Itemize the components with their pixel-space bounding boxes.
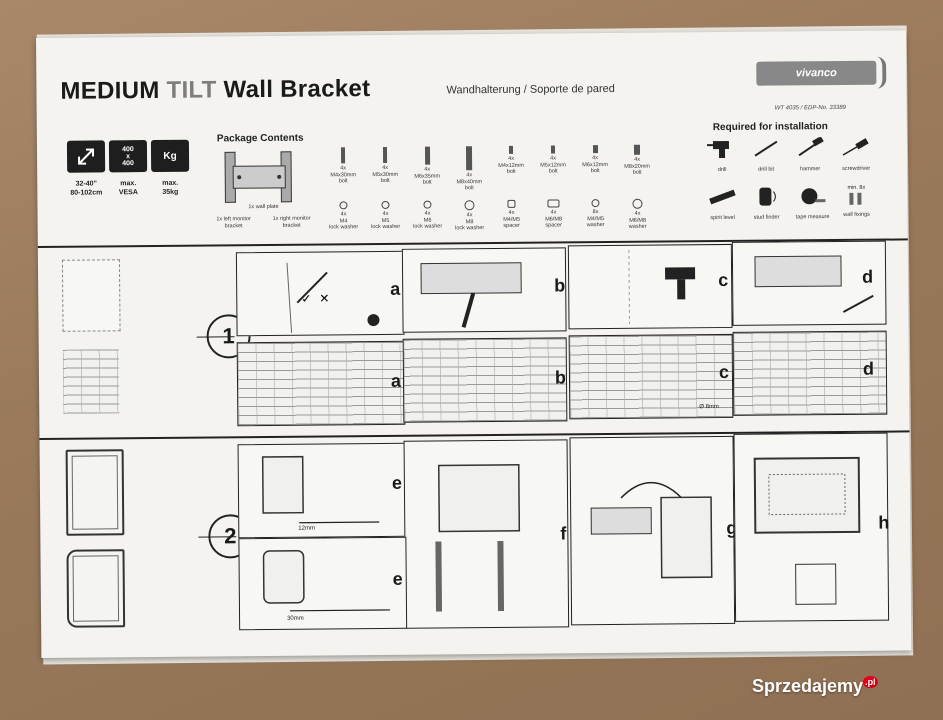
spacer-m4-m5: 4x M4/M5 spacer [491,199,531,230]
screwdriver-icon: screwdriver [831,137,881,172]
step-letter-2c: c [718,361,730,383]
step-2h-panel [733,432,890,622]
step-1a-drywall-panel: ✓✕ [235,250,405,337]
bracket-set-illustration [224,151,292,203]
step-letter-3e: e [391,472,402,493]
bolt-m5x30: 4x M5x30mm bolt [365,146,405,185]
step-2f-panel [403,439,570,629]
spec-weight-label: max. 35kg [162,179,179,196]
tape-measure-icon: tape measure [787,185,837,220]
washer-m5-lock: 4x M5 lock washer [365,200,405,231]
wall-fixings-icon: min. 8x wall fixings [843,184,870,218]
step-1d-drywall-panel [731,240,887,326]
step-letter-4e: e [392,568,403,589]
weight-icon: Kg [150,139,190,173]
vesa-icon: 400 x 400 [108,140,148,173]
page-title: MEDIUM TILT Wall Bracket [60,75,371,105]
washer-m4-lock: 4x M4 lock washer [323,201,363,231]
logo-swoosh-icon [866,56,887,89]
drill-icon: drill [697,138,747,173]
svg-text:✓: ✓ [301,292,311,306]
step-letter-2a: a [390,370,402,391]
bolt-30mm-label: 30mm [287,615,304,622]
bolt-m6x35: 4x M6x35mm bolt [407,146,447,186]
bolt-m4x30: 4x M4x30mm bolt [323,147,363,185]
step-2e-flat-panel [237,442,407,539]
bolt-12mm-label: 12mm [298,525,315,532]
step-letter-3f: f [560,523,567,544]
drill-bit-icon: drill bit [741,137,791,173]
step-letter-1a: a [390,278,401,299]
step-letter-2b: b [554,367,567,388]
curved-tv-thumbnail [66,549,126,628]
spacer-m6-m8: 4x M6/M8 spacer [533,199,573,229]
step-letter-2d: d [862,358,875,379]
brick-wall-thumbnail [62,349,120,414]
step-2e-curved-panel [238,536,408,631]
step-1b-brick-panel [402,337,568,423]
step-1b-drywall-panel [401,247,567,333]
instruction-sheet: MEDIUM TILT Wall Bracket Wandhalterung /… [36,30,912,658]
model-number: WT 4035 / EDP-No. 33389 [774,104,847,112]
step-1a-brick-panel [236,340,406,427]
step-2g-panel [569,435,736,626]
bracket-label-left: 1x left monitor bracket [216,216,251,229]
washer-m4-m5: 8x M4/M5 washer [575,199,615,229]
drill-size-label: Ø 8mm [699,404,719,411]
spirit-level-icon: spirit level [697,186,747,221]
brand-logo: vivanco [756,60,877,86]
drywall-thumbnail [61,259,121,332]
step-letter-1c: c [718,269,729,291]
bolt-m8x20: 4x M8x20mm bolt [617,144,657,177]
package-contents-title: Package Contents [216,132,304,145]
watermark: Sprzedajemy.pl [752,676,878,696]
flat-tv-thumbnail [65,449,125,536]
washer-m6-lock: 4x M6 lock washer [407,200,447,230]
washer-m6-m8: 4x M6/M8 washer [617,198,657,231]
bolt-m5x12: 4x M5x12mm bolt [533,145,573,175]
page-subtitle: Wandhalterung / Soporte de pared [446,82,615,97]
svg-text:✕: ✕ [319,291,329,305]
hammer-icon: hammer [785,136,835,172]
step-1c-drywall-panel [567,243,733,330]
bracket-label-plate: 1x wall plate [248,203,279,211]
bolt-m8x40: 4x M8x40mm bolt [449,146,489,192]
washer-m8-lock: 4x M8 lock washer [449,200,489,232]
bolt-m4x12: 4x M4x12mm bolt [491,145,531,176]
step-letter-1b: b [554,275,566,296]
stud-finder-icon: stud finder [741,185,791,221]
bolt-m6x12: 4x M6x12mm bolt [575,145,615,175]
step-letter-3h: h [878,512,890,533]
required-tools-title: Required for installation [712,121,828,134]
bracket-label-right: 1x right monitor bracket [272,215,311,229]
step-letter-1d: d [862,266,874,287]
diagonal-arrow-icon [66,140,106,173]
